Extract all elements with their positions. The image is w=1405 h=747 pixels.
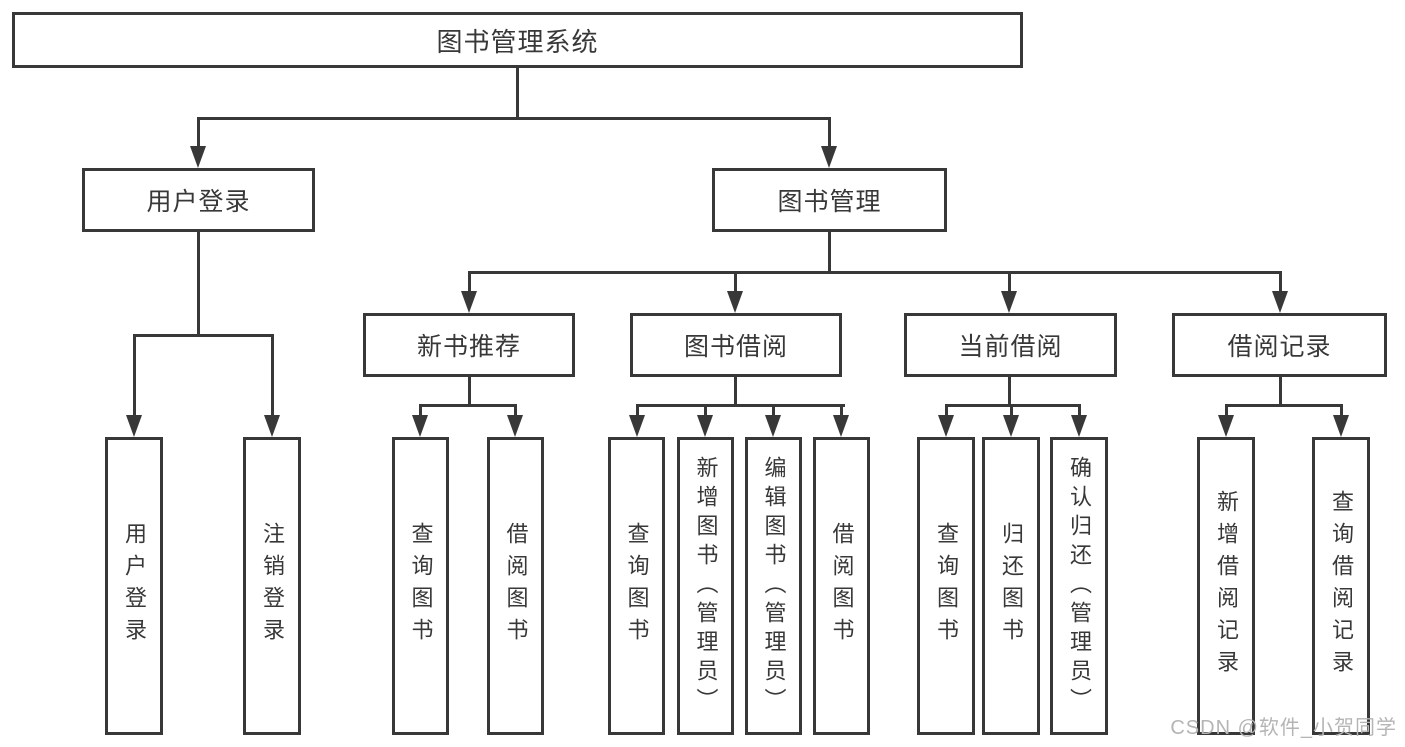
connector-line [468,271,471,295]
leaf-return-books: 归还图书 [982,437,1040,735]
connector-line [419,404,517,407]
leaf-label: 确认归还（管理员） [1067,455,1092,717]
connector-line [514,404,517,420]
arrowhead-down-icon [697,415,713,437]
leaf-label: 新增借阅记录 [1214,490,1239,682]
connector-line [1008,271,1011,295]
connector-line [468,271,1282,274]
connector-line [133,334,273,337]
node-book-management: 图书管理 [712,168,947,232]
connector-line [197,117,200,150]
connector-line [734,271,737,295]
node-label: 图书借阅 [683,333,788,361]
arrowhead-down-icon [412,415,428,437]
node-root: 图书管理系统 [12,12,1023,68]
leaf-borrow-books: 借阅图书 [813,437,870,735]
node-label: 借阅记录 [1227,333,1332,361]
arrowhead-down-icon [507,415,523,437]
leaf-query-books-borrow: 查询图书 [608,437,665,735]
connector-line [772,404,775,420]
connector-line [271,334,274,420]
arrowhead-down-icon [938,415,954,437]
arrowhead-down-icon [765,415,781,437]
leaf-add-borrow-record: 新增借阅记录 [1197,437,1255,735]
connector-line [828,232,831,273]
connector-line [704,404,707,420]
node-current-borrowing: 当前借阅 [904,313,1117,377]
leaf-label: 用户登录 [122,522,147,650]
leaf-label: 新增图书（管理员） [693,455,719,717]
node-label: 用户登录 [146,188,251,216]
arrowhead-down-icon [1333,415,1349,437]
node-label: 新书推荐 [416,333,521,361]
node-new-book-recommend: 新书推荐 [363,313,575,377]
leaf-label: 查询图书 [934,522,959,650]
connector-line [828,117,831,150]
leaf-label: 查询图书 [408,522,434,650]
connector-line [1010,404,1013,420]
arrowhead-down-icon [190,146,206,168]
connector-line [840,404,843,420]
node-label: 当前借阅 [958,333,1063,361]
arrowhead-down-icon [821,146,837,168]
leaf-edit-books-admin: 编辑图书（管理员） [745,437,802,735]
connector-line [636,404,845,407]
leaf-label: 借阅图书 [829,522,855,650]
leaf-query-books-current: 查询图书 [917,437,975,735]
connector-line [1225,404,1343,407]
connector-line [419,404,422,420]
connector-line [1340,404,1343,420]
arrowhead-down-icon [126,415,142,437]
connector-line [734,377,737,407]
connector-line [1008,377,1011,407]
connector-line [133,334,136,420]
leaf-borrow-books-recommend: 借阅图书 [487,437,544,735]
arrowhead-down-icon [833,415,849,437]
connector-line [945,404,1081,407]
connector-line [1225,404,1228,420]
leaf-query-books-recommend: 查询图书 [392,437,449,735]
leaf-user-login: 用户登录 [105,437,163,735]
node-borrowing-records: 借阅记录 [1172,313,1387,377]
arrowhead-down-icon [727,291,743,313]
node-label: 图书管理 [777,188,882,216]
csdn-watermark: CSDN @软件_小贺同学 [1170,717,1397,739]
arrowhead-down-icon [629,415,645,437]
connector-line [1078,404,1081,420]
leaf-label: 查询借阅记录 [1329,490,1354,682]
arrowhead-down-icon [1001,291,1017,313]
leaf-label: 编辑图书（管理员） [761,455,787,717]
arrowhead-down-icon [1071,415,1087,437]
leaf-label: 归还图书 [999,522,1024,650]
node-root-label: 图书管理系统 [436,26,599,57]
connector-line [636,404,639,420]
connector-line [1279,271,1282,295]
leaf-label: 借阅图书 [503,522,529,650]
connector-line [516,68,519,118]
arrowhead-down-icon [1218,415,1234,437]
connector-line [468,377,471,407]
connector-line [197,117,831,120]
arrowhead-down-icon [264,415,280,437]
connector-line [945,404,948,420]
leaf-logout: 注销登录 [243,437,301,735]
leaf-add-books-admin: 新增图书（管理员） [677,437,734,735]
arrowhead-down-icon [1272,291,1288,313]
arrowhead-down-icon [1003,415,1019,437]
leaf-label: 查询图书 [624,522,650,650]
leaf-query-borrow-record: 查询借阅记录 [1312,437,1370,735]
node-book-borrowing: 图书借阅 [630,313,842,377]
connector-line [1279,377,1282,407]
leaf-label: 注销登录 [260,522,285,650]
leaf-confirm-return-admin: 确认归还（管理员） [1050,437,1108,735]
arrowhead-down-icon [461,291,477,313]
node-user-login: 用户登录 [82,168,315,232]
connector-line [197,232,200,336]
